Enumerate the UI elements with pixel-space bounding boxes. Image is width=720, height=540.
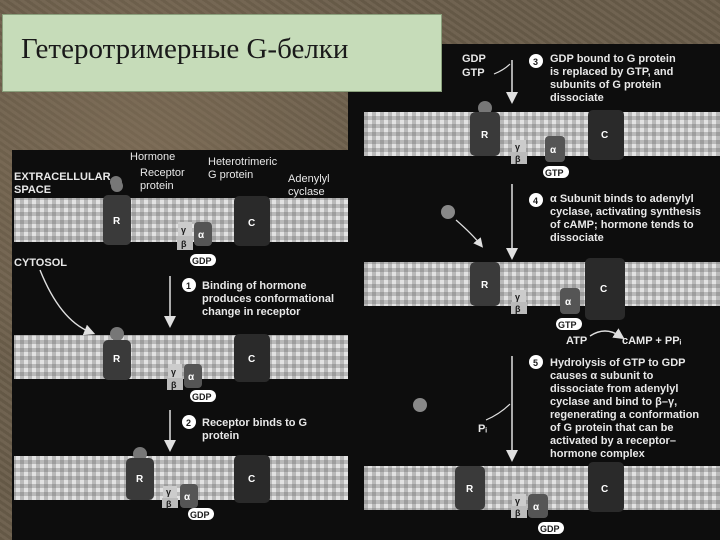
slide-title: Гетеротримерные G-белки	[21, 33, 349, 65]
svg-text:cyclase and bind to β–γ,: cyclase and bind to β–γ,	[550, 396, 677, 408]
svg-text:R: R	[113, 216, 121, 227]
step-1: 1 Binding of hormone produces conformati…	[182, 278, 334, 318]
svg-text:R: R	[481, 280, 489, 291]
svg-text:is replaced by GTP, and: is replaced by GTP, and	[550, 66, 673, 78]
svg-text:γ: γ	[515, 496, 520, 506]
svg-text:γ: γ	[515, 292, 520, 302]
svg-text:β: β	[515, 508, 521, 518]
svg-text:4: 4	[533, 196, 538, 206]
svg-text:subunits of G protein: subunits of G protein	[550, 79, 661, 91]
svg-text:γ: γ	[181, 225, 186, 235]
stage-5-gdp-label: GDP	[540, 524, 560, 534]
svg-text:C: C	[248, 354, 255, 365]
step-3: 3 GDP bound to G protein is replaced by …	[529, 53, 676, 104]
svg-text:GDP bound to G protein: GDP bound to G protein	[550, 53, 676, 65]
svg-text:5: 5	[533, 358, 538, 368]
gtp-exchange-label: GTP	[462, 67, 485, 79]
svg-text:C: C	[600, 284, 607, 295]
svg-text:γ: γ	[515, 142, 520, 152]
svg-text:β: β	[166, 499, 172, 509]
step-4: 4 α Subunit binds to adenylyl cyclase, a…	[529, 193, 701, 244]
svg-text:C: C	[248, 218, 255, 229]
stage-2-proteins: R C γ β α	[126, 447, 270, 509]
svg-text:regenerating a conformation: regenerating a conformation	[550, 409, 699, 421]
svg-text:R: R	[481, 130, 489, 141]
stage-3-gtp-label: GTP	[545, 168, 564, 178]
atp-label: ATP	[566, 335, 587, 347]
receptor-label-line2: protein	[140, 180, 174, 192]
step-2: 2 Receptor binds to G protein	[182, 415, 307, 442]
receptor-label-line1: Receptor	[140, 167, 185, 179]
stage-1-proteins: R C γ β α	[103, 327, 270, 390]
svg-text:causes α subunit to: causes α subunit to	[550, 370, 654, 382]
svg-text:Receptor binds to G: Receptor binds to G	[202, 417, 307, 429]
svg-text:Binding of hormone: Binding of hormone	[202, 280, 306, 292]
extracellular-label-line2: SPACE	[14, 184, 51, 196]
svg-text:β: β	[515, 304, 521, 314]
svg-text:α: α	[184, 492, 191, 503]
stage-3-proteins: R C γ β α	[470, 101, 624, 164]
svg-text:2: 2	[186, 418, 191, 428]
cyclase-label-line1: Adenylyl	[288, 173, 330, 185]
svg-text:hormone complex: hormone complex	[550, 448, 646, 460]
camp-label: cAMP + PPᵢ	[622, 335, 682, 347]
svg-text:γ: γ	[166, 487, 171, 497]
svg-text:Hydrolysis of GTP to GDP: Hydrolysis of GTP to GDP	[550, 357, 686, 369]
svg-text:3: 3	[533, 57, 538, 67]
pi-label: Pᵢ	[478, 423, 487, 435]
svg-text:C: C	[601, 484, 608, 495]
svg-text:of cAMP; hormone tends to: of cAMP; hormone tends to	[550, 219, 694, 231]
svg-text:α Subunit binds to adenylyl: α Subunit binds to adenylyl	[550, 193, 694, 205]
stage-5-proteins: R C γ β α	[413, 398, 624, 518]
svg-text:dissociate from adenylyl: dissociate from adenylyl	[550, 383, 678, 395]
cyclase-label-line2: cyclase	[288, 186, 325, 198]
svg-text:γ: γ	[171, 367, 176, 377]
svg-text:produces conformational: produces conformational	[202, 293, 334, 305]
stage-4-gtp-label: GTP	[558, 320, 577, 330]
gdp-exchange-label: GDP	[462, 53, 486, 65]
svg-text:1: 1	[186, 281, 191, 291]
cytosol-label: CYTOSOL	[14, 257, 67, 269]
stage-2-gdp-label: GDP	[190, 510, 210, 520]
svg-text:dissociate: dissociate	[550, 92, 604, 104]
svg-text:R: R	[466, 484, 474, 495]
svg-text:β: β	[171, 380, 177, 390]
extracellular-label-line1: EXTRACELLULAR	[14, 171, 111, 183]
svg-text:R: R	[113, 354, 121, 365]
title-box: Гетеротримерные G-белки	[2, 14, 442, 92]
svg-text:activated by a receptor–: activated by a receptor–	[550, 435, 676, 447]
membrane-stage-4	[364, 262, 720, 306]
gprotein-label-line2: G protein	[208, 169, 253, 181]
svg-text:α: α	[188, 372, 195, 383]
svg-text:β: β	[515, 154, 521, 164]
svg-text:dissociate: dissociate	[550, 232, 604, 244]
svg-text:β: β	[181, 239, 187, 249]
hormone-label: Hormone	[130, 151, 175, 163]
svg-text:α: α	[198, 230, 205, 241]
stage-4-proteins: R C γ β α	[441, 205, 625, 320]
svg-text:cyclase, activating synthesis: cyclase, activating synthesis	[550, 206, 701, 218]
svg-text:α: α	[550, 145, 557, 156]
stage-0-gdp-label: GDP	[192, 256, 212, 266]
svg-text:C: C	[601, 130, 608, 141]
svg-text:protein: protein	[202, 430, 240, 442]
svg-text:α: α	[565, 297, 572, 308]
svg-text:change in receptor: change in receptor	[202, 306, 301, 318]
svg-text:α: α	[533, 502, 540, 513]
svg-text:C: C	[248, 474, 255, 485]
gprotein-label-line1: Heterotrimeric	[208, 156, 278, 168]
membrane-stage-3	[364, 112, 720, 156]
stage-1-gdp-label: GDP	[192, 392, 212, 402]
step-5: 5 Hydrolysis of GTP to GDP causes α subu…	[529, 355, 699, 460]
svg-text:R: R	[136, 474, 144, 485]
svg-text:of G protein that can be: of G protein that can be	[550, 422, 673, 434]
